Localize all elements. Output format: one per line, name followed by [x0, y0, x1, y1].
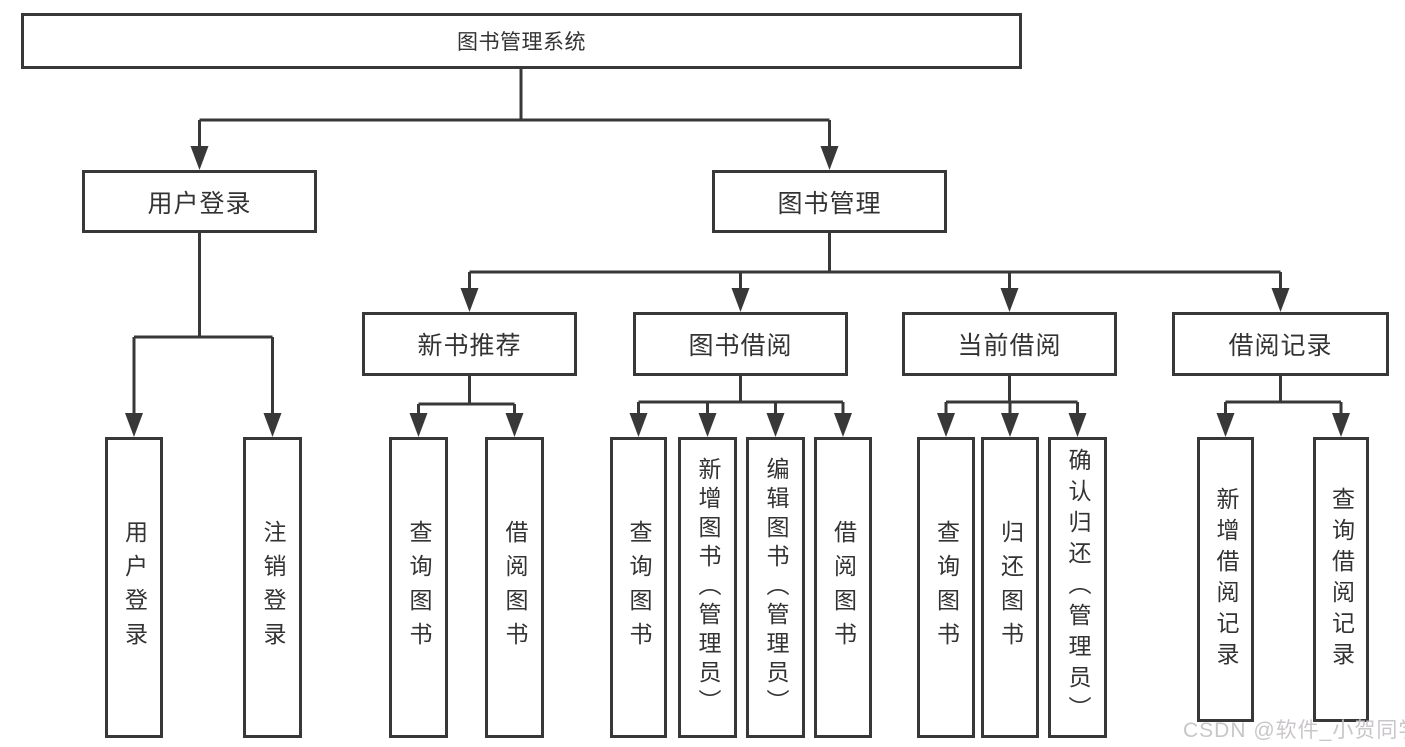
node-label: 图书借阅: [688, 332, 793, 360]
node-label: 用户登录: [121, 519, 148, 656]
node-new-book-recommendation: 新书推荐: [362, 312, 577, 376]
node-label: 借阅记录: [1228, 332, 1333, 360]
node-borrowing-records: 借阅记录: [1172, 312, 1389, 376]
leaf-user-login: 用户登录: [105, 437, 163, 738]
arrowheads: [125, 146, 1350, 437]
node-book-borrowing: 图书借阅: [633, 312, 848, 376]
node-label: 用户登录: [147, 189, 252, 218]
node-label: 新书推荐: [417, 332, 522, 360]
leaf-logout: 注销登录: [243, 437, 302, 738]
node-label: 当前借阅: [957, 332, 1062, 360]
leaf-borrow-books-recommend: 借阅图书: [485, 437, 544, 738]
node-user-login: 用户登录: [82, 170, 317, 233]
leaf-add-borrow-record: 新增借阅记录: [1197, 437, 1254, 722]
csdn-watermark: CSDN @软件_小贺同学: [1183, 719, 1405, 742]
node-label: 查询图书: [933, 519, 960, 656]
node-label: 归还图书: [997, 519, 1024, 656]
leaf-query-books-current: 查询图书: [917, 437, 975, 738]
node-label: 图书管理: [777, 189, 882, 218]
leaf-query-books-borrowing: 查询图书: [610, 437, 667, 738]
leaf-query-borrow-record: 查询借阅记录: [1313, 437, 1369, 722]
node-label: 查询图书: [626, 519, 652, 656]
node-label: 借阅图书: [502, 519, 528, 656]
leaf-edit-books-admin: 编辑图书（管理员）: [746, 437, 805, 738]
node-label: 新增图书（管理员）: [695, 457, 721, 718]
node-label: 编辑图书（管理员）: [763, 457, 789, 718]
node-label: 借阅图书: [830, 519, 857, 656]
node-label: 查询图书: [406, 519, 432, 656]
node-label: 图书管理系统: [457, 31, 586, 54]
node-label: 新增借阅记录: [1213, 486, 1239, 673]
leaf-borrow-books-borrowing: 借阅图书: [814, 437, 872, 738]
node-book-management: 图书管理: [712, 170, 947, 233]
node-label: 查询借阅记录: [1328, 486, 1355, 673]
node-label: 确认归还（管理员）: [1065, 448, 1091, 727]
leaf-add-books-admin: 新增图书（管理员）: [678, 437, 737, 738]
leaf-query-books-recommend: 查询图书: [389, 437, 448, 738]
leaf-confirm-return-admin: 确认归还（管理员）: [1048, 437, 1107, 738]
leaf-return-books: 归还图书: [981, 437, 1039, 738]
node-label: 注销登录: [260, 519, 286, 656]
node-current-borrowing: 当前借阅: [902, 312, 1117, 376]
node-library-management-system: 图书管理系统: [21, 13, 1022, 69]
